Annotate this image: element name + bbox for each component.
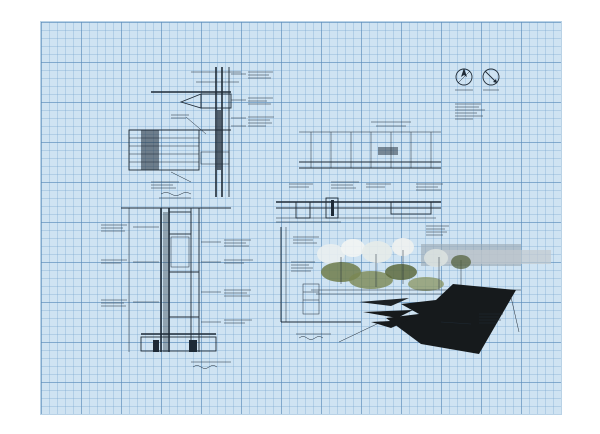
note-block <box>101 224 253 324</box>
landscape-collage <box>311 225 551 354</box>
note-block <box>455 89 499 120</box>
note-block <box>151 71 274 189</box>
deck-detail-middle <box>276 181 443 223</box>
north-arrow-icon <box>455 68 473 86</box>
note-block <box>426 225 503 324</box>
section-detail-upper-left <box>128 67 274 199</box>
drawing-sheet <box>40 21 562 415</box>
orientation-compass-icon <box>482 68 500 86</box>
construction-details-drawing <box>101 67 551 369</box>
eave-detail-upper-middle <box>299 121 441 169</box>
note-block <box>289 181 443 191</box>
wall-section-lower-left <box>101 207 253 369</box>
stair-section-lower-middle <box>280 227 361 340</box>
note-block <box>291 236 319 272</box>
